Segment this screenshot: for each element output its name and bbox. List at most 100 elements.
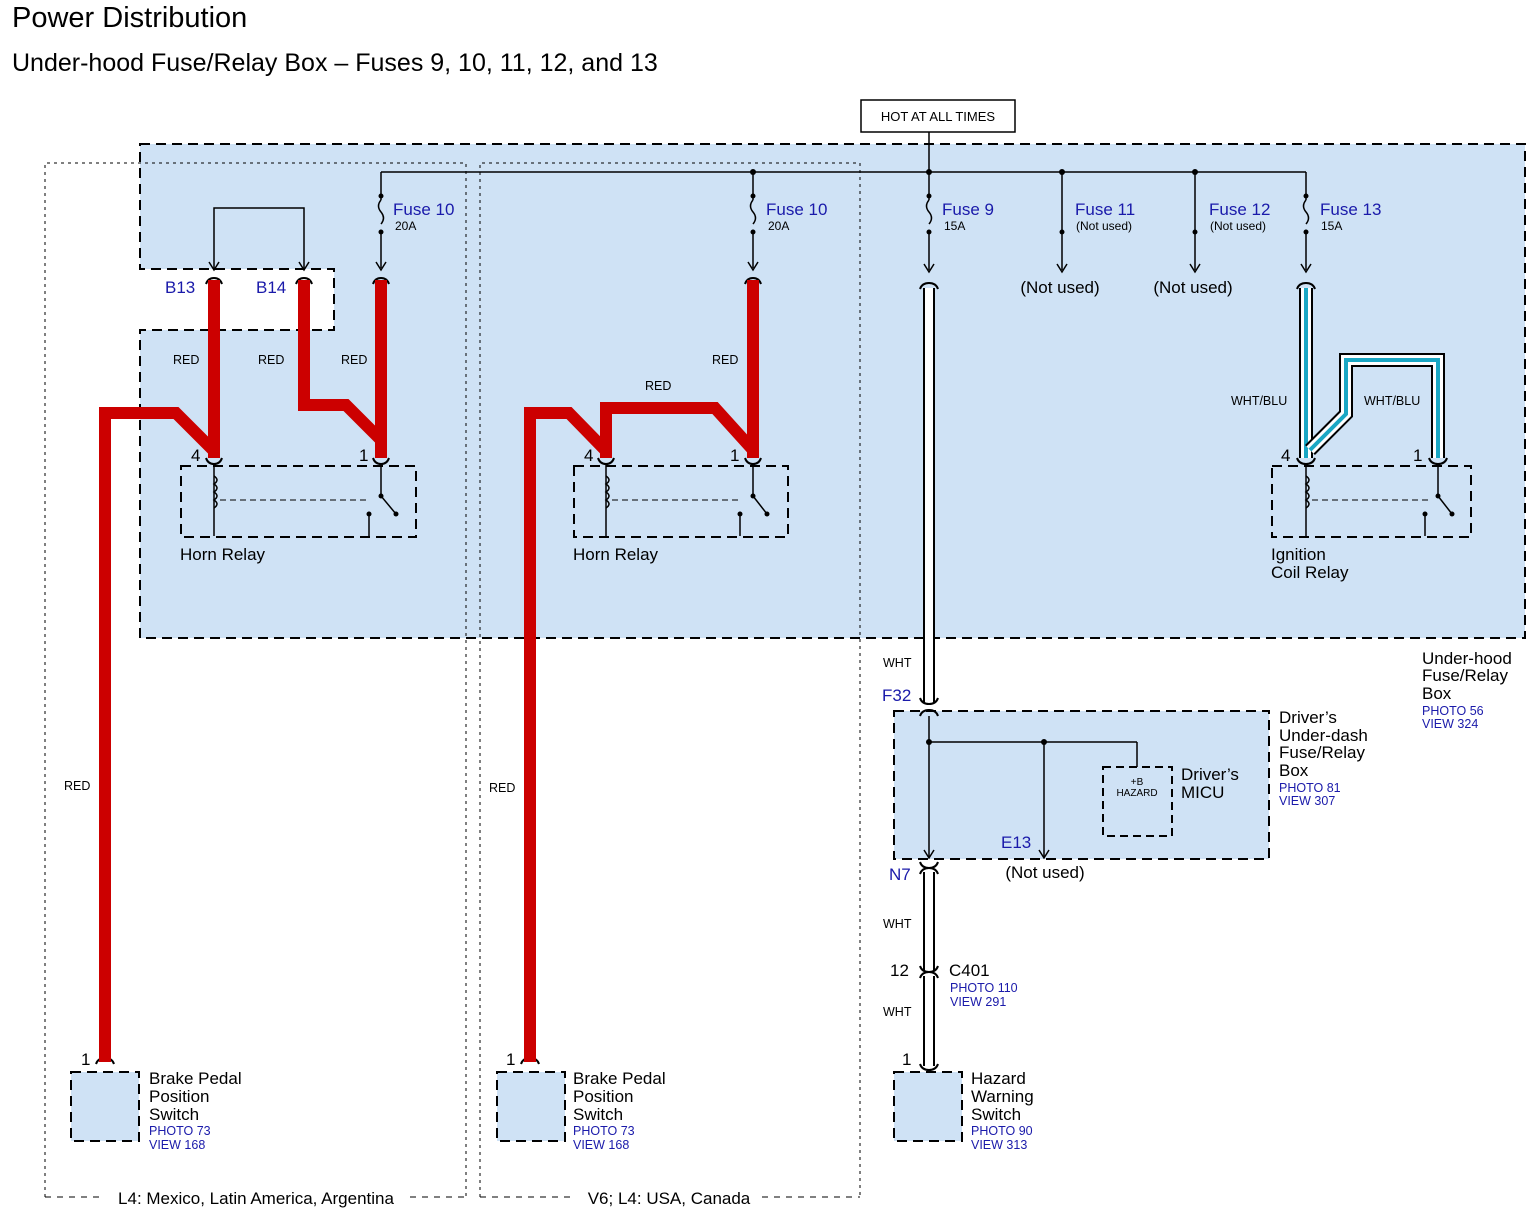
horn-relay-left-label: Horn Relay xyxy=(180,545,266,564)
brake-right-label-3: Switch xyxy=(573,1105,623,1124)
underdash-label-4: Box xyxy=(1279,761,1309,780)
connector-f32-label: F32 xyxy=(882,686,911,705)
wire-red-label: RED xyxy=(173,353,199,367)
micu-pin-hazard: HAZARD xyxy=(1116,788,1157,799)
horn-relay-left xyxy=(180,464,417,538)
relay-right-pin-4: 4 xyxy=(584,446,593,465)
wire-wht-label: WHT xyxy=(883,1005,912,1019)
fuse-11-label: Fuse 11 xyxy=(1075,200,1135,219)
hot-at-all-times-label: HOT AT ALL TIMES xyxy=(881,109,995,124)
wire-red-label: RED xyxy=(64,779,90,793)
underdash-label-1: Driver’s xyxy=(1279,708,1337,727)
micu-box xyxy=(1102,766,1173,837)
wire-red-label: RED xyxy=(258,353,284,367)
fuse-10-right-rating: 20A xyxy=(768,219,789,233)
fuse-9-label: Fuse 9 xyxy=(942,200,994,219)
brake-left-pin-1: 1 xyxy=(81,1050,90,1069)
brake-left-label-1: Brake Pedal xyxy=(149,1069,242,1088)
fuse-10-right-label: Fuse 10 xyxy=(766,200,827,219)
hazard-label-1: Hazard xyxy=(971,1069,1026,1088)
connector-c401-label: C401 xyxy=(949,961,990,980)
connector-b13-label: B13 xyxy=(165,278,195,297)
underhood-label-2: Fuse/Relay xyxy=(1422,666,1508,685)
brake-right-pin-1: 1 xyxy=(506,1050,515,1069)
underhood-fuse-relay-box xyxy=(139,143,1526,639)
fuse-9-rating: 15A xyxy=(944,219,965,233)
brake-switch-right-box xyxy=(496,1071,566,1142)
underdash-label-3: Fuse/Relay xyxy=(1279,743,1365,762)
hazard-switch-box xyxy=(893,1071,963,1142)
underhood-photo: PHOTO 56 xyxy=(1422,704,1484,718)
fuse-12-label: Fuse 12 xyxy=(1209,200,1270,219)
relay-ign-pin-1: 1 xyxy=(1413,446,1422,465)
horn-relay-right xyxy=(573,464,789,538)
ignition-relay-label-2: Coil Relay xyxy=(1271,563,1349,582)
page-subtitle: Under-hood Fuse/Relay Box – Fuses 9, 10,… xyxy=(12,49,658,77)
relay-ign-pin-4: 4 xyxy=(1281,446,1290,465)
brake-right-label-2: Position xyxy=(573,1087,633,1106)
micu-pin-b: +B xyxy=(1131,777,1144,788)
brake-left-label-2: Position xyxy=(149,1087,209,1106)
underdash-view: VIEW 307 xyxy=(1279,794,1335,808)
connector-n7-label: N7 xyxy=(889,865,911,884)
hazard-label-2: Warning xyxy=(971,1087,1034,1106)
hazard-view: VIEW 313 xyxy=(971,1138,1027,1152)
fuse-10-left-label: Fuse 10 xyxy=(393,200,454,219)
c401-photo: PHOTO 110 xyxy=(950,981,1018,995)
brake-left-view: VIEW 168 xyxy=(149,1138,205,1152)
fuse-drops xyxy=(213,172,1310,270)
micu-label-1: Driver’s xyxy=(1181,765,1239,784)
e13-not-used: (Not used) xyxy=(1005,863,1084,882)
fuse-12-rating: (Not used) xyxy=(1210,219,1266,233)
brake-right-label-1: Brake Pedal xyxy=(573,1069,666,1088)
ignition-coil-relay xyxy=(1271,464,1472,538)
brake-left-label-3: Switch xyxy=(149,1105,199,1124)
wire-wht-blu-label: WHT/BLU xyxy=(1231,394,1287,408)
relay-left-pin-1: 1 xyxy=(359,446,368,465)
relay-left-pin-4: 4 xyxy=(191,446,200,465)
variant-right-label: V6; L4: USA, Canada xyxy=(588,1189,751,1208)
fuse-terminal-dots xyxy=(378,193,1309,235)
fuse-13-label: Fuse 13 xyxy=(1320,200,1381,219)
underdash-fuse-relay-box xyxy=(893,710,1270,860)
wht-blu-wires xyxy=(1299,288,1445,458)
red-wires xyxy=(99,280,759,1062)
wire-red-label: RED xyxy=(712,353,738,367)
underhood-view: VIEW 324 xyxy=(1422,717,1478,731)
wire-red-label: RED xyxy=(645,379,671,393)
hazard-pin-1: 1 xyxy=(902,1050,911,1069)
ignition-relay-label-1: Ignition xyxy=(1271,545,1326,564)
horn-relay-right-label: Horn Relay xyxy=(573,545,659,564)
wire-red-label: RED xyxy=(489,781,515,795)
brake-left-photo: PHOTO 73 xyxy=(149,1124,211,1138)
underdash-dots xyxy=(926,739,1047,745)
connector-e13-label: E13 xyxy=(1001,833,1031,852)
wire-wht-blu-label: WHT/BLU xyxy=(1364,394,1420,408)
wire-red-label: RED xyxy=(341,353,367,367)
underdash-label-2: Under-dash xyxy=(1279,726,1368,745)
underdash-photo: PHOTO 81 xyxy=(1279,781,1341,795)
page-title: Power Distribution xyxy=(12,2,248,34)
fuse-11-rating: (Not used) xyxy=(1076,219,1132,233)
arrowheads xyxy=(208,261,1312,274)
underhood-label-1: Under-hood xyxy=(1422,649,1512,668)
fuse-10-left-rating: 20A xyxy=(395,219,416,233)
hazard-photo: PHOTO 90 xyxy=(971,1124,1033,1138)
brake-right-photo: PHOTO 73 xyxy=(573,1124,635,1138)
fuse-12-not-used: (Not used) xyxy=(1153,278,1232,297)
variant-boundaries xyxy=(44,162,861,1198)
wire-wht-label: WHT xyxy=(883,656,912,670)
c401-pin-label: 12 xyxy=(890,961,909,980)
brake-right-view: VIEW 168 xyxy=(573,1138,629,1152)
power-bus xyxy=(381,132,1306,173)
micu-label-2: MICU xyxy=(1181,783,1224,802)
hazard-label-3: Switch xyxy=(971,1105,1021,1124)
relay-right-pin-1: 1 xyxy=(730,446,739,465)
fuse-11-not-used: (Not used) xyxy=(1020,278,1099,297)
fuse-13-rating: 15A xyxy=(1321,219,1342,233)
hot-at-all-times-box xyxy=(860,99,1016,133)
variant-left-label: L4: Mexico, Latin America, Argentina xyxy=(118,1189,394,1208)
wire-wht-label: WHT xyxy=(883,917,912,931)
c401-view: VIEW 291 xyxy=(950,995,1006,1009)
